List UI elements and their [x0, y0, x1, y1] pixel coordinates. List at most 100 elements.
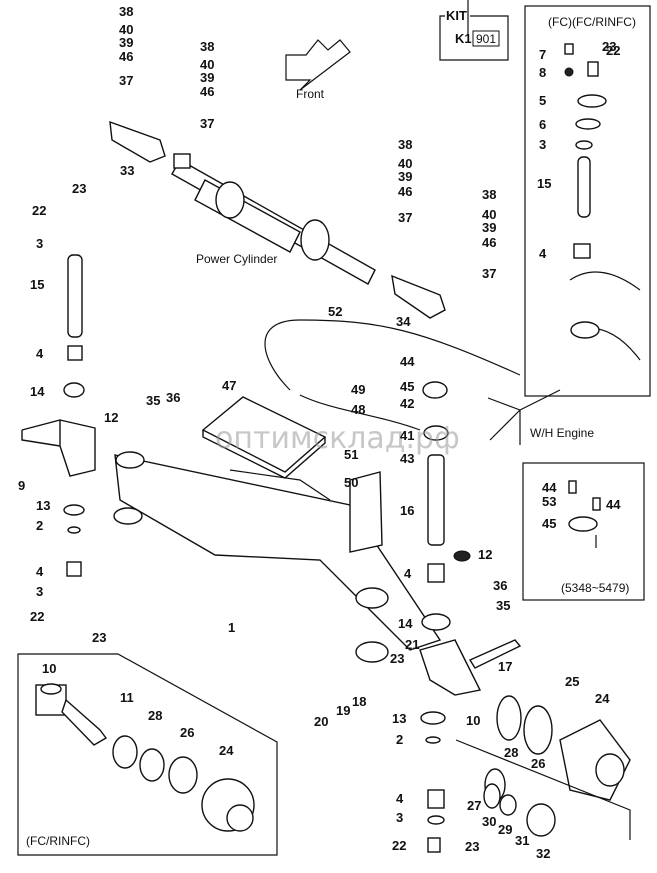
callout-c38c[interactable]: 38: [398, 137, 412, 152]
callout-c37b[interactable]: 37: [200, 116, 214, 131]
callout-c15b[interactable]: 15: [537, 176, 551, 191]
callout-c46c[interactable]: 46: [398, 184, 412, 199]
callout-c38d[interactable]: 38: [482, 187, 496, 202]
callout-c27[interactable]: 27: [467, 798, 481, 813]
callout-c10a[interactable]: 10: [466, 713, 480, 728]
callout-c23a[interactable]: 23: [72, 181, 86, 196]
callout-c2b[interactable]: 2: [396, 732, 403, 747]
callout-c18[interactable]: 18: [352, 694, 366, 709]
callout-c3d[interactable]: 3: [539, 137, 546, 152]
callout-c51[interactable]: 51: [344, 447, 358, 462]
callout-c33[interactable]: 33: [120, 163, 134, 178]
callout-c53[interactable]: 53: [542, 494, 556, 509]
steering-knuckle-left[interactable]: [21, 419, 96, 477]
callout-c12b[interactable]: 12: [478, 547, 492, 562]
callout-c17[interactable]: 17: [498, 659, 512, 674]
callout-c40d[interactable]: 40: [482, 207, 496, 222]
callout-c15a[interactable]: 15: [30, 277, 44, 292]
callout-c14b[interactable]: 14: [398, 616, 413, 631]
callout-c50[interactable]: 50: [344, 475, 358, 490]
callout-c16[interactable]: 16: [400, 503, 414, 518]
callout-c37c[interactable]: 37: [398, 210, 412, 225]
callout-c9[interactable]: 9: [18, 478, 25, 493]
callout-c44b[interactable]: 44: [542, 480, 557, 495]
callout-c45a[interactable]: 45: [400, 379, 414, 394]
callout-c39a[interactable]: 39: [119, 35, 133, 50]
callout-c5[interactable]: 5: [539, 93, 546, 108]
callout-c47[interactable]: 47: [222, 378, 236, 393]
callout-c26a[interactable]: 26: [531, 756, 545, 771]
kit-box[interactable]: KIT K1 901: [439, 8, 509, 61]
callout-c37a[interactable]: 37: [119, 73, 133, 88]
callout-c8[interactable]: 8: [539, 65, 546, 80]
callout-c13b[interactable]: 13: [392, 711, 406, 726]
callout-c35a[interactable]: 35: [146, 393, 160, 408]
steering-knuckle-right[interactable]: [419, 639, 482, 696]
callout-c46b[interactable]: 46: [200, 84, 214, 99]
callout-c45b[interactable]: 45: [542, 516, 556, 531]
callout-c44c[interactable]: 44: [606, 497, 621, 512]
callout-c23c[interactable]: 23: [390, 651, 404, 666]
callout-c6[interactable]: 6: [539, 117, 546, 132]
callout-c39b[interactable]: 39: [200, 70, 214, 85]
callout-c22d[interactable]: 22: [606, 43, 620, 58]
callout-c14a[interactable]: 14: [30, 384, 45, 399]
callout-c44a[interactable]: 44: [400, 354, 415, 369]
callout-c3c[interactable]: 3: [396, 810, 403, 825]
callout-c13a[interactable]: 13: [36, 498, 50, 513]
callout-c2a[interactable]: 2: [36, 518, 43, 533]
callout-c21[interactable]: 21: [405, 637, 419, 652]
callout-c23b[interactable]: 23: [92, 630, 106, 645]
callout-c39c[interactable]: 39: [398, 169, 412, 184]
tie-rod-end-left[interactable]: [109, 120, 166, 163]
callout-c4c[interactable]: 4: [404, 566, 412, 581]
callout-c22c[interactable]: 22: [392, 838, 406, 853]
callout-c19[interactable]: 19: [336, 703, 350, 718]
callout-c4a[interactable]: 4: [36, 346, 44, 361]
callout-c31[interactable]: 31: [515, 833, 529, 848]
callout-c24a[interactable]: 24: [595, 691, 610, 706]
callout-c22b[interactable]: 22: [30, 609, 44, 624]
callout-c29[interactable]: 29: [498, 822, 512, 837]
callout-c40c[interactable]: 40: [398, 156, 412, 171]
callout-c30[interactable]: 30: [482, 814, 496, 829]
callout-c39d[interactable]: 39: [482, 220, 496, 235]
callout-c46a[interactable]: 46: [119, 49, 133, 64]
callout-c3b[interactable]: 3: [36, 584, 43, 599]
callout-c46d[interactable]: 46: [482, 235, 496, 250]
callout-c34[interactable]: 34: [396, 314, 411, 329]
callout-c4b[interactable]: 4: [36, 564, 44, 579]
callout-c43[interactable]: 43: [400, 451, 414, 466]
axle-beam[interactable]: [113, 451, 442, 663]
callout-c4d[interactable]: 4: [396, 791, 404, 806]
callout-c40b[interactable]: 40: [200, 57, 214, 72]
callout-c23e[interactable]: 23: [602, 39, 616, 54]
tie-rod-end-right[interactable]: [391, 274, 446, 319]
callout-c20[interactable]: 20: [314, 714, 328, 729]
callout-c3a[interactable]: 3: [36, 236, 43, 251]
callout-c1[interactable]: 1: [228, 620, 235, 635]
callout-c32[interactable]: 32: [536, 846, 550, 861]
callout-c11[interactable]: 11: [120, 690, 134, 705]
callout-c38a[interactable]: 38: [119, 4, 133, 19]
callout-c36a[interactable]: 36: [166, 390, 180, 405]
callout-c36b[interactable]: 36: [493, 578, 507, 593]
callout-c42[interactable]: 42: [400, 396, 414, 411]
callout-c38b[interactable]: 38: [200, 39, 214, 54]
callout-c40a[interactable]: 40: [119, 22, 133, 37]
callout-c28a[interactable]: 28: [504, 745, 518, 760]
callout-c52[interactable]: 52: [328, 304, 342, 319]
power-cylinder[interactable]: Power Cylinder: [171, 153, 376, 285]
callout-c28b[interactable]: 28: [148, 708, 162, 723]
callout-c26b[interactable]: 26: [180, 725, 194, 740]
callout-c37d[interactable]: 37: [482, 266, 496, 281]
callout-c22a[interactable]: 22: [32, 203, 46, 218]
callout-c23d[interactable]: 23: [465, 839, 479, 854]
callout-c24b[interactable]: 24: [219, 743, 234, 758]
callout-c10b[interactable]: 10: [42, 661, 56, 676]
callout-c48[interactable]: 48: [351, 402, 365, 417]
callout-c4e[interactable]: 4: [539, 246, 547, 261]
callout-c12a[interactable]: 12: [104, 410, 118, 425]
harness-cable[interactable]: [264, 319, 521, 431]
callout-c7[interactable]: 7: [539, 47, 546, 62]
